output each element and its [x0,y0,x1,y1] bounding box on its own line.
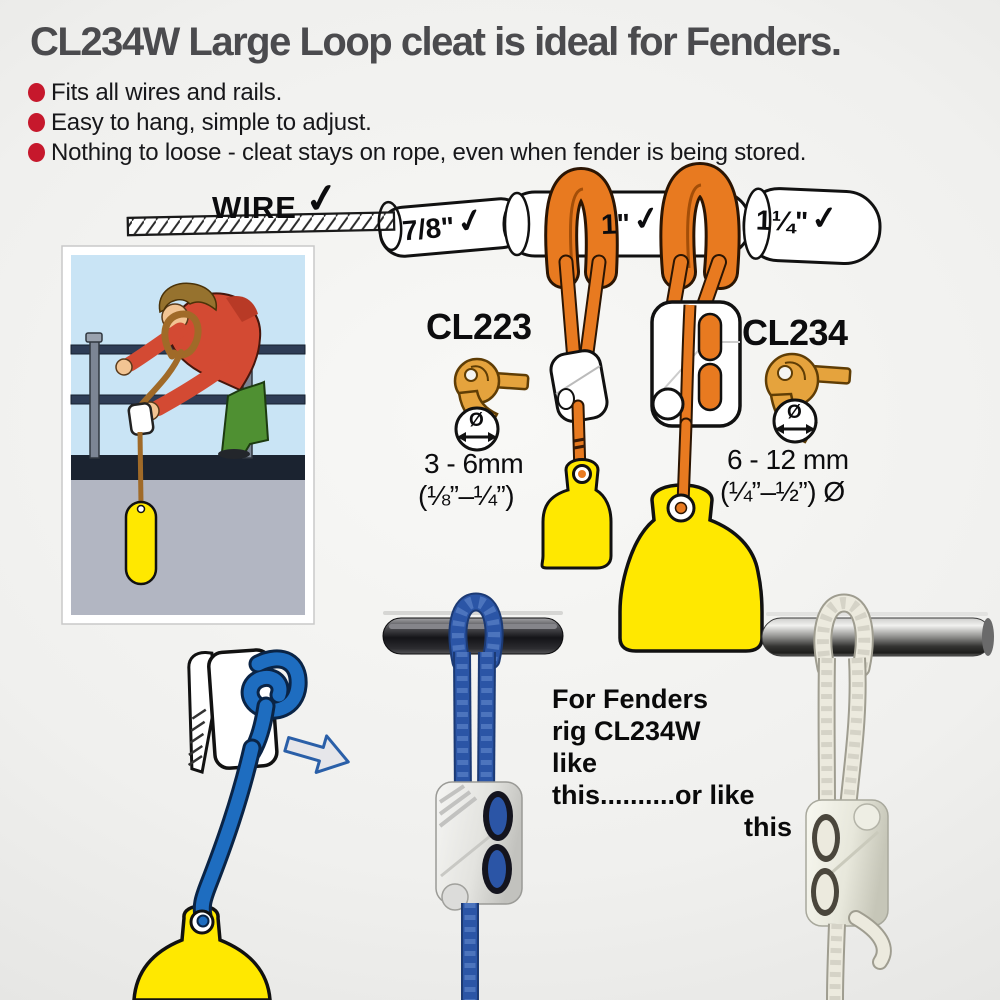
cl223-diameter-symbol: Ø [469,410,484,431]
steel-rail [761,617,993,657]
cleat-pin-knob [853,803,881,831]
page-title: CL234W Large Loop cleat is ideal for Fen… [30,20,842,64]
cl234-diameter-gauge [772,398,818,444]
cl223-range-imperial: (⅛”–¼”) [418,480,515,511]
person-hair [158,282,218,314]
cl223-hanging-cleat [549,349,609,481]
deck-edge [71,455,305,480]
wire [126,211,396,237]
checkmark-icon: ✓ [809,198,840,238]
caption-line: this [743,812,792,842]
red-bullet-icon [28,113,45,132]
rail-tube-1-1-4 [742,187,882,266]
checkmark-icon: ✓ [453,200,488,242]
rail-size-label-1in: 1"✓ [600,198,663,241]
rope-and-fender [124,310,202,586]
cl234-range-metric: 6 - 12 mm [727,444,849,475]
cl234w-knot-diagram [132,648,350,1000]
bullet-item: Fits all wires and rails. [28,79,806,107]
cl234-product-name: CL234 [742,312,848,353]
cl223-product-name: CL223 [426,306,532,347]
rigging-caption: For Fenders rig CL234W like this........… [552,683,792,843]
caption-line: rig CL234W [552,716,701,746]
dark-rail [382,617,564,655]
water [71,478,305,615]
caption-line: like [552,748,598,778]
fender-in-panel [124,500,158,586]
checkmark-icon: ✓ [302,174,343,224]
cleat-in-panel [127,402,155,436]
cl234-hook-icon [764,352,852,444]
bullet-text: Nothing to loose - cleat stays on rope, … [51,139,807,166]
orange-rope-loop-cl234 [659,161,741,322]
rail-size-label-1-1-4: 1¼"✓ [755,198,840,238]
cl223-hook-icon [453,357,530,452]
cl223-diameter-gauge [454,406,500,452]
direction-arrow [283,734,350,774]
blue-rope [448,592,504,801]
bullet-item: Easy to hang, simple to adjust. [28,109,806,137]
large-fender-top [618,417,764,653]
cl223-range-metric: 3 - 6mm [424,448,524,479]
bullet-text: Fits all wires and rails. [51,79,283,106]
white-cleat-side-view [805,799,889,927]
white-cleat-front-view [435,781,523,911]
wire-and-rail-size-diagram [126,161,882,653]
small-fender-top [540,458,613,570]
photo-white-rope-rig [761,593,994,1000]
cl234-diameter-symbol: Ø [787,402,802,423]
red-bullet-icon [28,83,45,102]
rail-size-label-7-8: 7/8"✓ [400,200,488,247]
wire-label: WIRE✓ [212,174,343,225]
checkmark-icon: ✓ [629,198,663,239]
bullet-text: Easy to hang, simple to adjust. [51,109,372,136]
cl234-hanging-cleat [650,300,742,428]
red-bullet-icon [28,143,45,162]
hanging-fender-illustration-panel [61,245,315,625]
bullet-item: Nothing to loose - cleat stays on rope, … [28,139,806,167]
benefit-bullet-list: Fits all wires and rails. Easy to hang, … [28,79,806,169]
cl234-range-imperial: (¼”–½”) Ø [720,476,845,507]
white-rope [813,593,874,809]
caption-line: this..........or like [552,780,755,810]
caption-line: For Fenders [552,684,709,714]
photo-blue-rope-rig [382,592,564,1000]
orange-rope-loop-cl223 [544,166,619,368]
